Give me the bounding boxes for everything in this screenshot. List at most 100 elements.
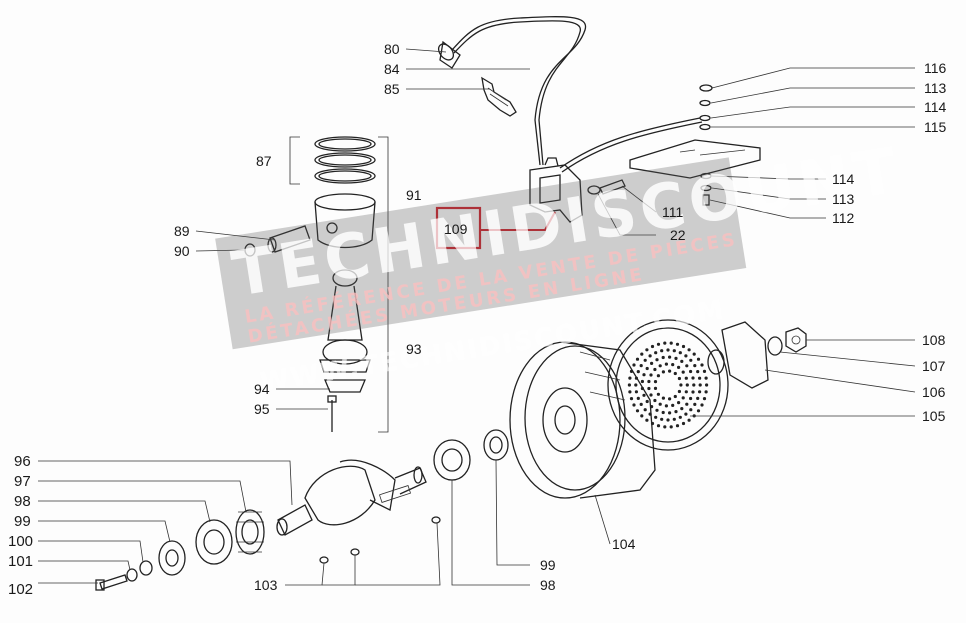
grille-hole xyxy=(628,390,632,394)
grille-hole xyxy=(684,390,688,394)
grille-hole xyxy=(675,342,680,346)
spark-plug-cap-and-lead xyxy=(437,16,587,166)
grille-hole xyxy=(653,367,657,372)
grille-hole xyxy=(677,365,681,369)
group-brackets xyxy=(289,136,389,433)
label-97: 97 xyxy=(14,473,31,490)
grille-hole xyxy=(696,357,701,361)
grille-hole xyxy=(664,362,669,366)
grille-hole xyxy=(673,394,677,399)
grille-hole xyxy=(696,370,700,374)
grille-hole xyxy=(704,376,708,380)
label-99-right: 99 xyxy=(540,557,556,573)
grille-hole xyxy=(666,348,670,352)
grille-hole xyxy=(668,355,672,359)
grille-hole xyxy=(681,344,686,349)
grille-hole xyxy=(650,344,655,349)
grille-hole xyxy=(691,376,695,380)
label-22: 22 xyxy=(670,227,686,243)
grille-hole xyxy=(647,379,651,384)
grille-hole xyxy=(680,359,684,363)
grille-hole xyxy=(685,402,689,406)
grille-hole xyxy=(643,358,647,362)
rod-bolt xyxy=(327,395,337,432)
spark-plug xyxy=(481,76,517,117)
grille-hole xyxy=(704,390,708,394)
label-90: 90 xyxy=(174,243,190,259)
leader-lines xyxy=(38,48,916,586)
grille-hole xyxy=(689,358,693,362)
grille-hole xyxy=(693,364,697,368)
grille-hole xyxy=(648,412,652,416)
fan-grille xyxy=(607,319,729,451)
label-105: 105 xyxy=(922,408,946,424)
grille-hole xyxy=(681,396,685,400)
grille-hole xyxy=(698,376,702,380)
screw-and-washer-111-22 xyxy=(587,179,626,195)
grille-hole xyxy=(661,410,665,415)
label-113-upper: 113 xyxy=(924,80,947,96)
part-labels: 80 84 85 87 89 90 91 93 94 95 96 97 98 9… xyxy=(8,41,947,598)
grille-hole xyxy=(632,363,636,367)
label-84: 84 xyxy=(384,61,400,77)
grille-hole xyxy=(640,386,645,391)
grille-hole xyxy=(679,383,683,387)
grille-hole xyxy=(684,354,688,358)
connecting-rod xyxy=(319,269,371,393)
grille-hole xyxy=(636,396,640,400)
grille-hole xyxy=(687,418,691,422)
grille-hole xyxy=(668,397,672,401)
grille-hole xyxy=(653,380,658,384)
grille-hole xyxy=(663,341,667,345)
coil-mounting-plate xyxy=(629,139,761,179)
label-114-upper: 114 xyxy=(924,99,947,115)
grille-hole xyxy=(642,393,646,397)
grille-hole xyxy=(645,418,649,422)
grille-hole xyxy=(677,401,681,405)
grille-hole xyxy=(649,373,653,377)
crankshaft xyxy=(276,459,427,536)
grille-hole xyxy=(696,396,700,400)
grille-hole xyxy=(689,396,693,401)
grille-hole xyxy=(693,402,697,406)
label-99-left: 99 xyxy=(14,513,31,530)
label-112: 112 xyxy=(832,210,855,226)
grille-hole xyxy=(656,392,661,396)
label-109: 109 xyxy=(444,221,468,237)
grille-hole xyxy=(692,352,696,356)
grille-hole xyxy=(681,421,686,426)
grille-hole xyxy=(669,425,673,429)
grille-hole xyxy=(692,383,696,387)
grille-hole xyxy=(656,374,661,378)
highlight-109 xyxy=(435,206,556,250)
grille-hole xyxy=(680,407,684,411)
grille-hole xyxy=(696,409,701,413)
grille-hole xyxy=(678,351,682,355)
grille-hole xyxy=(674,410,678,414)
label-87: 87 xyxy=(256,153,272,169)
grille-hole xyxy=(645,399,649,404)
label-115: 115 xyxy=(924,119,947,135)
grille-hole xyxy=(698,383,702,387)
grille-hole xyxy=(634,390,639,394)
grille-hole xyxy=(634,383,638,387)
label-113-lower: 113 xyxy=(832,191,855,207)
grille-hole xyxy=(661,396,666,400)
label-101: 101 xyxy=(8,553,33,570)
grille-hole xyxy=(691,390,695,394)
grille-hole xyxy=(650,361,654,365)
label-103: 103 xyxy=(254,577,278,593)
label-85: 85 xyxy=(384,81,400,97)
grille-hole xyxy=(700,363,704,367)
crank-bolt xyxy=(95,574,128,591)
grille-hole xyxy=(653,386,658,390)
grille-hole xyxy=(685,383,689,387)
grille-hole xyxy=(684,412,688,416)
grille-hole xyxy=(685,364,689,368)
grille-hole xyxy=(677,376,682,381)
grille-hole xyxy=(634,376,639,380)
grille-hole xyxy=(674,356,678,360)
grille-hole xyxy=(669,341,673,345)
grille-hole xyxy=(684,376,688,380)
